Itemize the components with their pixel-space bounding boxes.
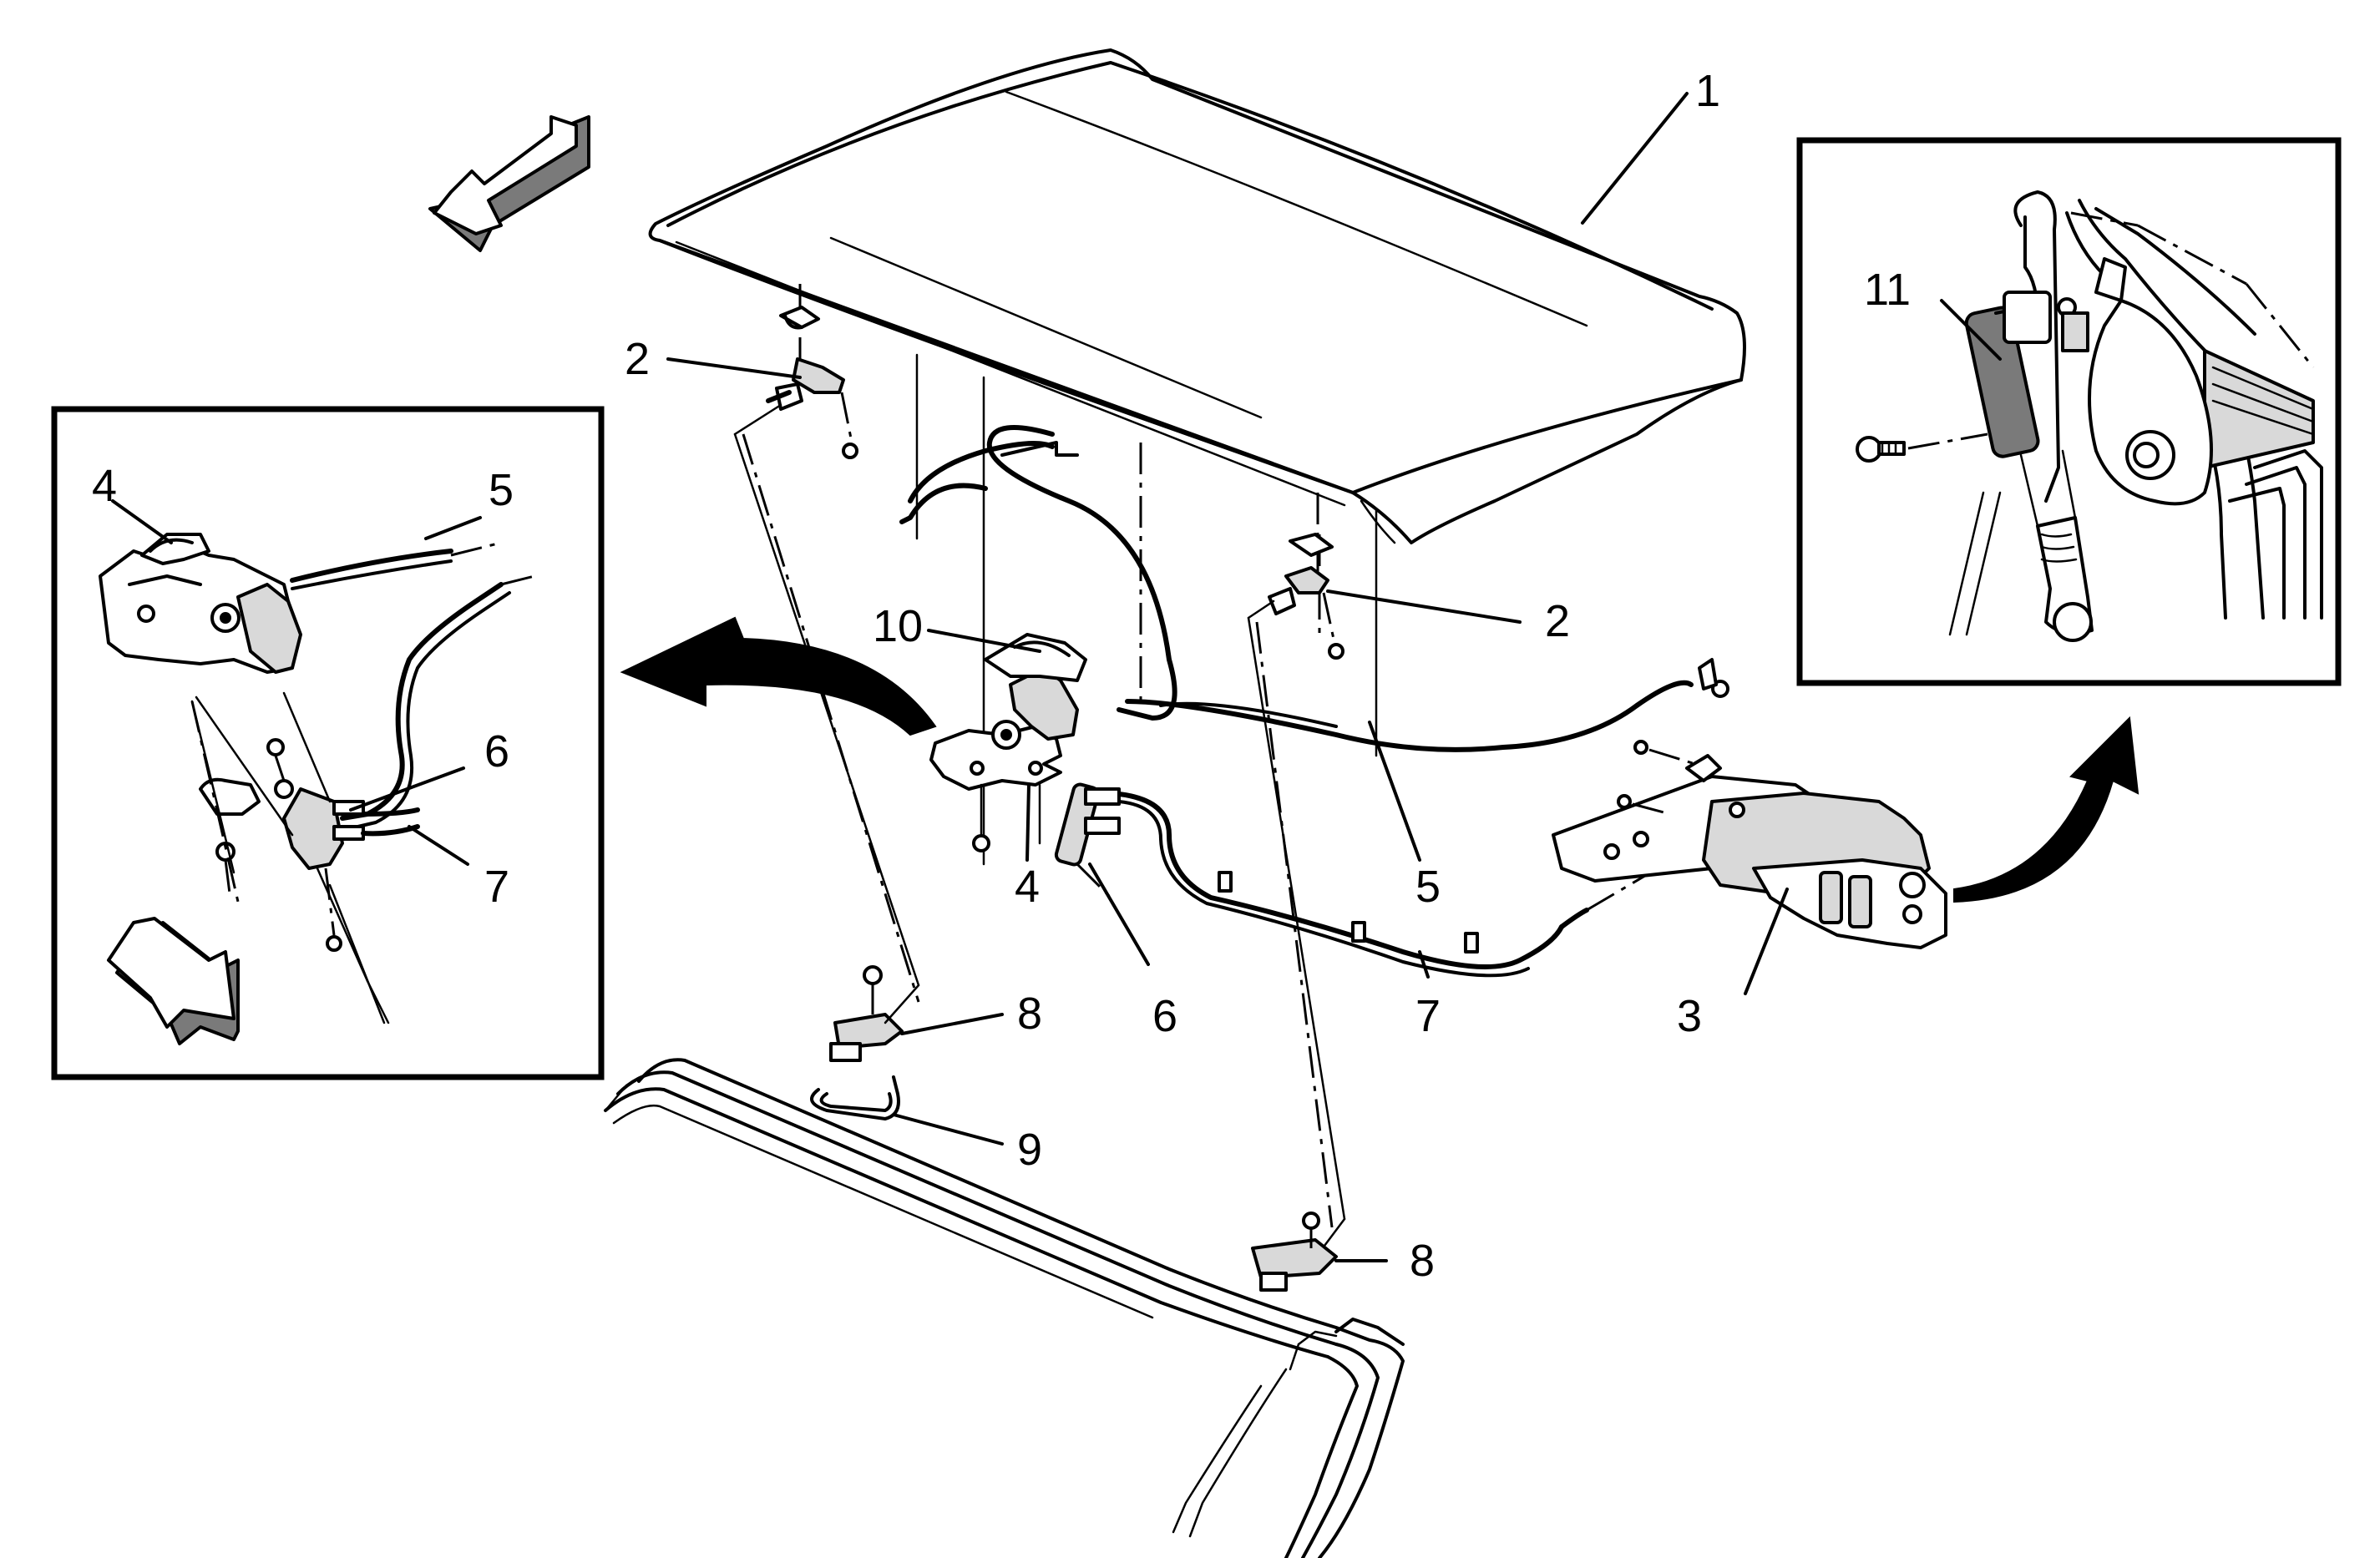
callout-7-inset: 7 bbox=[484, 862, 509, 912]
release-cables bbox=[899, 425, 1694, 978]
leader-1 bbox=[1581, 92, 1689, 225]
bumper-bracket-right bbox=[1268, 533, 1344, 660]
callout-4-main: 4 bbox=[1015, 862, 1040, 912]
bolt-icon bbox=[1856, 436, 1906, 463]
callout-1: 1 bbox=[1695, 66, 1720, 116]
callout-5-main: 5 bbox=[1415, 862, 1441, 912]
cable-connector bbox=[1054, 782, 1121, 903]
striker-upper bbox=[810, 965, 904, 1120]
callout-5-inset: 5 bbox=[489, 465, 514, 515]
leader-6-inset bbox=[349, 766, 465, 812]
latch-assembly bbox=[929, 633, 1087, 852]
windshield-header bbox=[604, 1058, 1405, 1558]
leader-7-inset bbox=[408, 825, 469, 866]
leader-2-left bbox=[666, 357, 802, 379]
callout-7-main: 7 bbox=[1415, 991, 1441, 1041]
roof-panel bbox=[648, 48, 1746, 544]
callout-11-inset: 11 bbox=[1864, 265, 1911, 315]
callout-2-left: 2 bbox=[625, 334, 650, 384]
callout-10: 10 bbox=[873, 601, 923, 651]
callout-9: 9 bbox=[1017, 1125, 1042, 1175]
callout-8-lower: 8 bbox=[1410, 1236, 1435, 1286]
leader-11 bbox=[1940, 299, 2002, 361]
hinge-assembly bbox=[1552, 658, 1947, 949]
inset-latch-detail bbox=[51, 406, 605, 1080]
leader-5-inset bbox=[424, 516, 482, 540]
leader-9 bbox=[892, 1113, 1004, 1146]
callout-4-inset: 4 bbox=[92, 461, 117, 511]
leader-2-right bbox=[1326, 589, 1522, 624]
leader-4-inset bbox=[111, 499, 173, 544]
leader-6-main bbox=[1088, 862, 1150, 966]
leader-7-main bbox=[1418, 950, 1430, 979]
leader-3 bbox=[1744, 888, 1789, 995]
leader-8-upper bbox=[900, 1013, 1004, 1035]
direction-arrow-icon bbox=[428, 115, 590, 252]
leader-4-main bbox=[1025, 783, 1030, 862]
alignment-lines bbox=[733, 403, 1346, 1254]
curved-arrow-icon bbox=[620, 616, 937, 736]
leader-5-main bbox=[1368, 721, 1421, 862]
callout-6-main: 6 bbox=[1152, 991, 1177, 1041]
callout-6-inset: 6 bbox=[484, 726, 509, 776]
striker-lower bbox=[1251, 1211, 1338, 1292]
leader-10 bbox=[927, 629, 1041, 653]
bumper-bracket-left bbox=[766, 306, 858, 459]
callout-2-right: 2 bbox=[1545, 596, 1570, 646]
direction-arrow-icon bbox=[107, 917, 240, 1045]
callout-3: 3 bbox=[1677, 991, 1702, 1041]
callout-8-upper: 8 bbox=[1017, 989, 1042, 1039]
curved-arrow-icon bbox=[1953, 716, 2139, 903]
inset-hinge-detail bbox=[1796, 137, 2342, 686]
